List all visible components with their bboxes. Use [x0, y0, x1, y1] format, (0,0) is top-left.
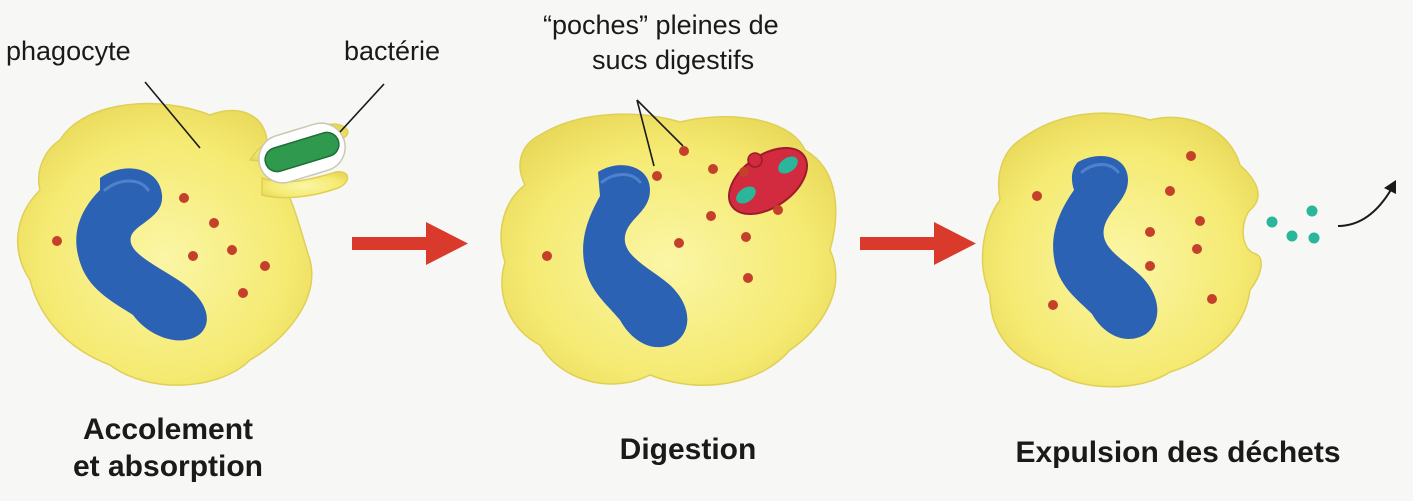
expulsion-arrow-head [1384, 180, 1396, 194]
cell-1-nucleus-highlight [103, 179, 150, 192]
granule [188, 251, 198, 261]
granule [1186, 151, 1196, 161]
granule [1048, 300, 1058, 310]
granule [542, 251, 552, 261]
granule [741, 232, 751, 242]
cell-1-phagocyte [17, 102, 349, 386]
granule [260, 261, 270, 271]
granule [1145, 227, 1155, 237]
cell-3-cytoplasm [981, 112, 1262, 388]
granule [1192, 244, 1202, 254]
granule [674, 238, 684, 248]
granule [1145, 261, 1155, 271]
cell-1-cytoplasm [17, 102, 313, 386]
granule [238, 288, 248, 298]
cell-2-nucleus [583, 165, 688, 348]
cell-3-nucleus [1053, 156, 1158, 339]
caption-step-2: Digestion [619, 433, 757, 466]
granule [1165, 186, 1175, 196]
arrow-step-2-to-3 [860, 222, 976, 265]
expelled-waste [1266, 205, 1320, 244]
granule [1032, 191, 1042, 201]
granule [679, 146, 689, 156]
granule [52, 236, 62, 246]
label-bacterie: bactérie [344, 36, 441, 66]
granule [706, 211, 716, 221]
cell-3-nucleus-highlight [1080, 163, 1120, 174]
caption-step-1-line-2: et absorption [72, 450, 263, 483]
leader-poches-1 [636, 99, 655, 167]
caption-step-1-line-1: Accolement [82, 413, 254, 446]
leader-poches-2 [636, 99, 684, 147]
granule [1195, 216, 1205, 226]
granules [52, 146, 1217, 310]
leader-phagocyte [144, 81, 201, 149]
granule [739, 167, 749, 177]
label-poches-line1: “poches” pleines de [543, 10, 779, 40]
granule [743, 273, 753, 283]
cell-2-nucleus-highlight [600, 173, 642, 184]
granule [179, 193, 189, 203]
granule [708, 164, 718, 174]
label-phagocyte: phagocyte [6, 36, 131, 66]
leader-bacterie [339, 83, 385, 133]
digestive-vacuole [727, 146, 809, 216]
granule [773, 205, 783, 215]
cell-1-pseudopod-lower [261, 171, 349, 199]
expulsion-curved-arrow [1337, 187, 1393, 227]
granule [652, 171, 662, 181]
granule [227, 245, 237, 255]
arrow-step-1-to-2 [352, 222, 468, 265]
granule [209, 218, 219, 228]
caption-step-3: Expulsion des déchets [1015, 436, 1341, 469]
label-poches-line2: sucs digestifs [592, 45, 755, 75]
leader-lines [144, 81, 684, 167]
granule [1207, 294, 1217, 304]
cell-1-nucleus [76, 168, 207, 341]
cell-3-phagocyte [981, 112, 1262, 388]
bacterium [258, 122, 346, 184]
